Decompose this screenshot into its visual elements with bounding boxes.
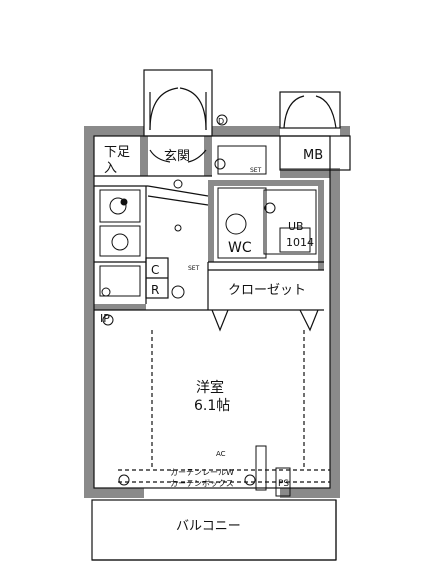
mb-doors <box>279 91 341 129</box>
ip-label: IP <box>100 312 110 325</box>
d-mark: D <box>218 117 224 126</box>
closet-label: クローゼット <box>228 283 306 298</box>
set-mark-2: SET <box>188 265 200 272</box>
balcony-label: バルコニー <box>176 519 241 534</box>
ac-label: AC <box>216 450 226 458</box>
room-labels: 下足 入 玄関 MB D SET SET WC UB 1014 C R クローゼ… <box>100 117 323 534</box>
outer-walls <box>84 126 350 498</box>
set-mark: SET <box>250 167 262 174</box>
shoe-box-label-2: 入 <box>104 161 117 176</box>
c-mark: C <box>151 263 159 277</box>
entrance-doors <box>143 69 213 163</box>
r-mark: R <box>151 283 159 297</box>
fixtures <box>99 114 317 497</box>
room-size-label: 6.1帖 <box>194 398 230 414</box>
ub-size-label: 1014 <box>286 236 314 249</box>
room-label: 洋室 <box>196 379 224 396</box>
ub-label: UB <box>288 220 304 233</box>
balcony-outline <box>91 499 337 561</box>
shoe-box-label-1: 下足 <box>104 145 130 160</box>
curtain-rail-label: カーテンレールW <box>170 468 234 477</box>
curtain-box-label: カーテンボックス <box>170 479 234 488</box>
mb-label: MB <box>303 148 323 163</box>
entrance-label: 玄関 <box>164 149 190 164</box>
partitions <box>93 135 351 489</box>
wc-label: WC <box>228 240 252 256</box>
ps-label: PS <box>278 479 289 489</box>
